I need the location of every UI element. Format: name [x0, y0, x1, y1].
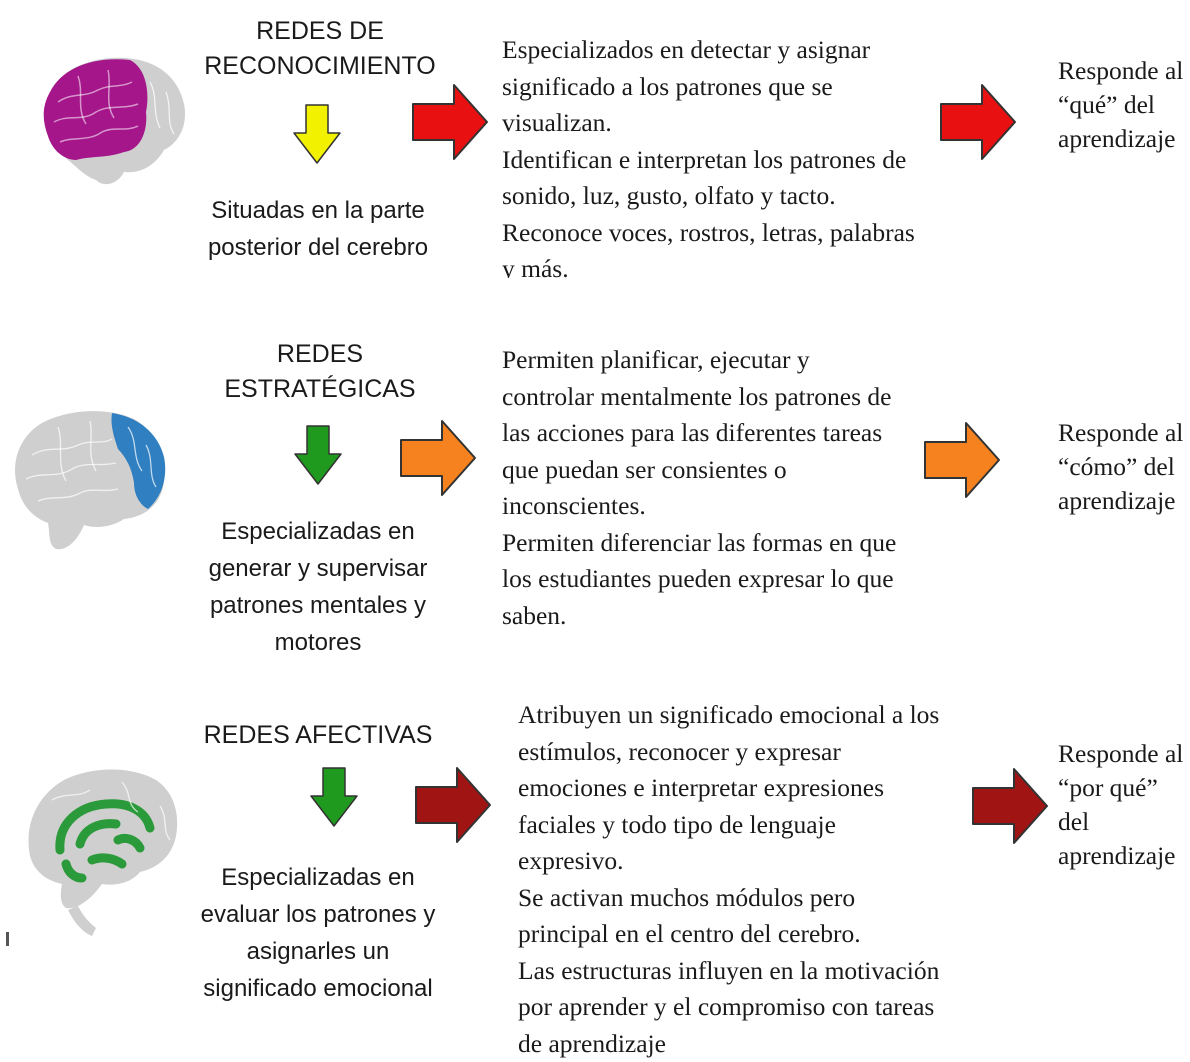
network-location-strategic: Especializadas en generar y supervisar p… [208, 518, 428, 656]
brain-highlight-recognition [43, 59, 148, 160]
right-arrow-icon-strategic [400, 420, 476, 496]
network-title-strategic: REDES ESTRATÉGICAS [224, 340, 416, 403]
network-title-affective: REDES AFECTIVAS [203, 721, 433, 749]
network-response-affective: Responde al “por qué” del aprendizaje [1058, 739, 1184, 870]
right-arrow-icon-recognition [412, 84, 488, 160]
divider-mark [6, 932, 9, 946]
network-description-strategic: Permiten planificar, ejecutar y controla… [502, 345, 897, 630]
network-location-affective: Especializadas en evaluar los patrones y… [200, 864, 436, 1002]
brain-highlight-affective [55, 799, 155, 883]
right-arrow-icon-recognition-result [940, 84, 1016, 160]
right-arrow-icon-strategic-result [924, 422, 1000, 498]
right-arrow-icon-affective-result [972, 768, 1048, 844]
down-arrow-icon-recognition [293, 104, 341, 164]
right-arrow-icon-affective [415, 767, 491, 843]
brain-icon-affective [28, 769, 178, 936]
network-location-recognition: Situadas en la parte posterior del cereb… [207, 197, 429, 261]
down-arrow-icon-affective [310, 767, 358, 827]
down-arrow-icon-strategic [294, 425, 342, 485]
network-description-affective: Atribuyen un significado emocional a los… [518, 700, 940, 1058]
brain-highlight-strategic [111, 413, 166, 509]
network-description-recognition: Especializados en detectar y asignar sig… [502, 35, 915, 278]
brain-icon-recognition [43, 57, 186, 185]
network-title-recognition: REDES DE RECONOCIMIENTO [204, 17, 436, 80]
network-response-recognition: Responde al “qué” del aprendizaje [1058, 56, 1184, 153]
brain-icon-strategic [15, 411, 166, 550]
network-response-strategic: Responde al “cómo” del aprendizaje [1058, 418, 1184, 515]
